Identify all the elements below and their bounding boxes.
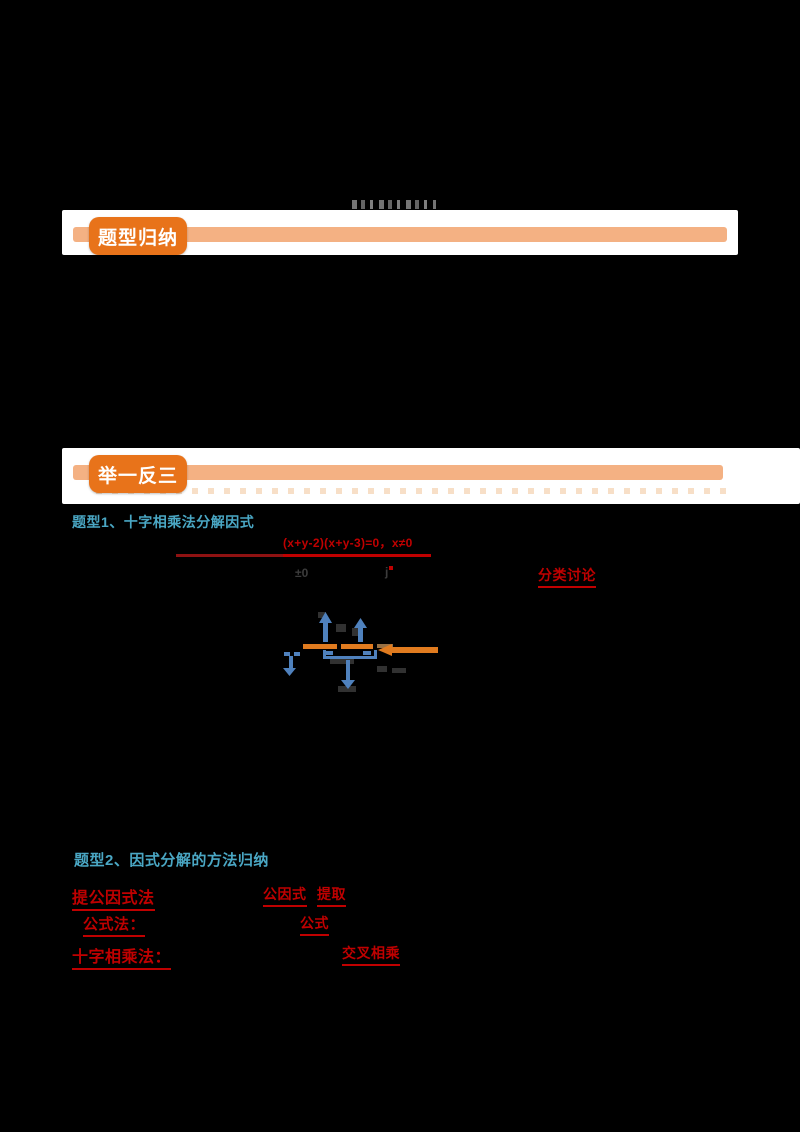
problem-type-heading-1: 题型1、十字相乘法分解因式 bbox=[72, 514, 255, 530]
method-term-2: 公式法： bbox=[83, 913, 146, 937]
faint-diagram-text bbox=[318, 612, 406, 692]
section-badge-1-label: 题型归纳 bbox=[97, 227, 178, 249]
method-note-2a: 公式 bbox=[300, 913, 329, 936]
blue-bracket bbox=[323, 650, 377, 659]
section-bar-1 bbox=[73, 227, 727, 242]
blue-up-arrow-1 bbox=[319, 612, 332, 642]
blue-down-arrow-center bbox=[341, 660, 355, 689]
section-badge-juyifansan: 举一反三 bbox=[89, 455, 187, 493]
cross-multiplication-diagram bbox=[270, 600, 470, 700]
faint-text-fragment-2: j bbox=[385, 565, 394, 579]
method-note-3a: 交叉相乘 bbox=[342, 943, 400, 966]
blue-down-arrow-left bbox=[283, 652, 300, 676]
method-note-1b: 提取 bbox=[317, 884, 346, 907]
red-annotation-phrase: 分类讨论 bbox=[538, 565, 596, 588]
faint-text-fragment-2-label: j bbox=[385, 565, 389, 579]
diagram-svg bbox=[283, 612, 438, 692]
orange-left-arrow bbox=[378, 644, 438, 656]
clipped-text-fragment bbox=[352, 200, 436, 209]
section-bar-2 bbox=[73, 465, 723, 480]
red-dot-mark bbox=[389, 566, 394, 570]
method-note-1a: 公因式 bbox=[263, 884, 307, 907]
blue-up-arrow-2 bbox=[354, 618, 367, 642]
section-badge-2-label: 举一反三 bbox=[97, 465, 178, 487]
method-term-3: 十字相乘法： bbox=[72, 943, 172, 970]
orange-underline-segments bbox=[303, 644, 393, 649]
section-badge-tixingguina: 题型归纳 bbox=[89, 217, 187, 255]
dotted-divider bbox=[96, 488, 726, 494]
red-formula: (x+y-2)(x+y-3)=0，x≠0 bbox=[283, 536, 413, 550]
method-term-1: 提公因式法 bbox=[72, 884, 155, 911]
problem-type-heading-2: 题型2、因式分解的方法归纳 bbox=[74, 852, 269, 869]
red-underline-bright bbox=[283, 554, 431, 557]
faint-text-fragment-1: ±0 bbox=[295, 566, 309, 580]
